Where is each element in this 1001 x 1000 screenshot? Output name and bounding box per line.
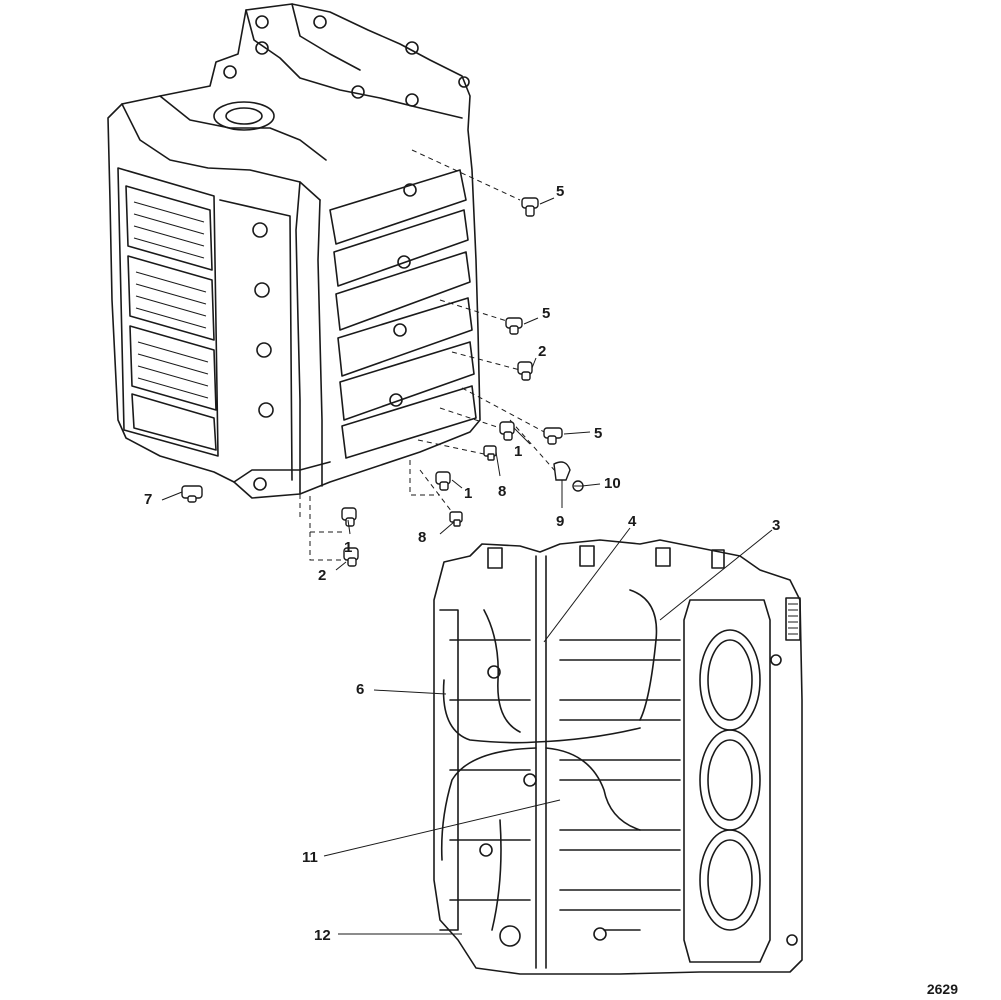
- callouts: 5 5 2 5 1 1 8 10 9 7 1 8 2 4 3 6 11 12: [144, 183, 780, 944]
- part-8-right: [483, 445, 497, 461]
- part-5-middle: [505, 317, 523, 335]
- callout-1-center: 1: [464, 485, 472, 502]
- part-1-center: [435, 471, 451, 491]
- part-1-left: [341, 507, 357, 527]
- callout-8-right: 8: [498, 483, 506, 500]
- cylinder-block-upper: [107, 3, 481, 499]
- callout-11: 11: [302, 849, 318, 866]
- part-5-upper: [521, 197, 539, 217]
- callout-2-middle: 2: [538, 343, 546, 360]
- part-10-screw: [572, 480, 584, 492]
- callout-4: 4: [628, 513, 637, 530]
- part-2-middle: [517, 361, 533, 381]
- fittings: [181, 197, 584, 567]
- explode-lines: [299, 149, 557, 561]
- callout-9: 9: [556, 513, 564, 530]
- callout-5-upper: 5: [556, 183, 564, 200]
- callout-1-left: 1: [344, 539, 352, 556]
- callout-5-lower: 5: [594, 425, 602, 442]
- part-9-clip: [553, 461, 571, 481]
- cylinder-block-lower: [433, 539, 803, 975]
- callout-5-middle: 5: [542, 305, 550, 322]
- callout-3: 3: [772, 517, 780, 534]
- part-7: [181, 485, 203, 503]
- part-8-center: [449, 511, 463, 527]
- part-2-left: [343, 547, 359, 567]
- part-5-lower: [543, 427, 563, 445]
- callout-12: 12: [314, 927, 331, 944]
- figure-id: 2629: [927, 981, 958, 997]
- callout-1-right: 1: [514, 443, 522, 460]
- callout-6: 6: [356, 681, 364, 698]
- callout-8-center: 8: [418, 529, 426, 546]
- callout-7: 7: [144, 491, 152, 508]
- callout-2-left: 2: [318, 567, 326, 584]
- part-1-right: [499, 421, 515, 441]
- callout-10: 10: [604, 475, 621, 492]
- leader-lines: [161, 197, 773, 935]
